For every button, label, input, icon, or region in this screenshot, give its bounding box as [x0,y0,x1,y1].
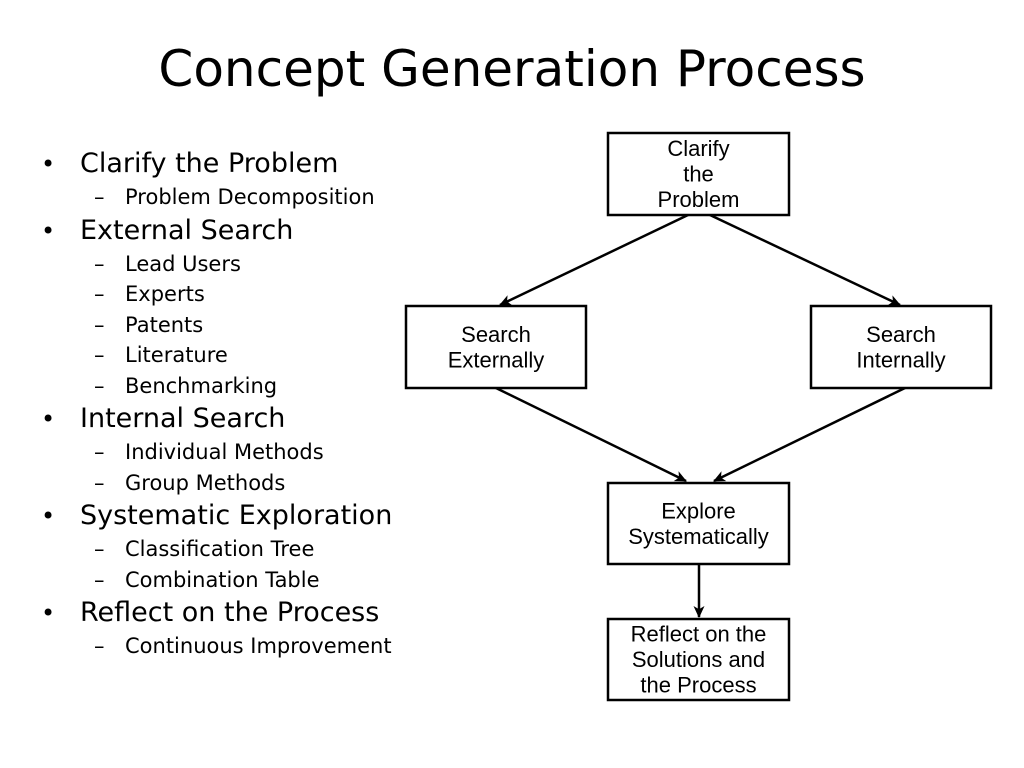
dash-icon: – [94,440,105,464]
bullet-icon: • [41,599,56,627]
dash-icon: – [94,634,105,658]
sub-bullet-item: –Literature [40,340,440,371]
sub-bullet-item: –Benchmarking [40,371,440,402]
sub-bullet-label: Literature [125,343,228,367]
sub-bullet-item: –Individual Methods [40,437,440,468]
flow-box [606,131,791,217]
sub-bullet-label: Combination Table [125,567,320,592]
flow-box-label: the Process [640,673,756,698]
flow-box [606,481,791,566]
flow-box-label: the [683,162,714,187]
bullet-icon: • [41,405,56,433]
dash-icon: – [94,185,105,209]
bullet-item: • Internal Search [40,401,440,437]
sub-bullet-label: Lead Users [125,251,241,276]
sub-bullet-label: Classification Tree [125,537,315,561]
dash-icon: – [94,251,105,276]
flow-box [809,304,993,390]
bullet-label: External Search [80,214,294,246]
sub-bullet-label: Continuous Improvement [125,634,392,658]
sub-bullet-label: Individual Methods [125,440,324,464]
flow-box-label: Search [461,322,531,347]
flow-arrows [495,213,906,618]
arrow-clarify-to-internal [709,213,901,307]
sub-bullet-item: –Lead Users [40,249,440,280]
flow-box-label: Externally [448,347,545,372]
bullet-label: Clarify the Problem [80,148,339,179]
bullet-icon: • [41,502,56,530]
bullet-icon: • [41,150,56,178]
flow-box-label: Systematically [628,524,769,549]
arrow-internal-to-explore [713,386,906,483]
sub-bullet-item: –Patents [40,310,440,341]
flow-box-label: Reflect on the [631,622,767,647]
dash-icon: – [94,373,105,398]
bullet-label: Systematic Exploration [80,500,393,531]
sub-bullet-label: Patents [125,312,204,337]
sub-bullet-label: Problem Decomposition [125,185,375,209]
flow-boxes: ClarifytheProblemSearchExternallySearchI… [404,131,993,702]
bullet-outline: •Clarify the Problem–Problem Decompositi… [40,146,440,662]
dash-icon: – [94,312,105,337]
sub-bullet-item: –Problem Decomposition [40,182,440,213]
sub-bullet-item: –Experts [40,279,440,310]
sub-bullet-item: –Group Methods [40,468,440,499]
flow-box-label: Internally [856,347,945,372]
bullet-item: • Clarify the Problem [40,146,440,182]
arrow-clarify-to-external [499,213,689,307]
arrow-external-to-explore [495,386,687,483]
dash-icon: – [94,470,105,495]
flow-box-label: Solutions and [632,647,765,672]
sub-bullet-label: Group Methods [125,470,286,495]
flow-box-label: Problem [658,187,740,212]
dash-icon: – [94,343,105,367]
sub-bullet-item: –Combination Table [40,565,440,596]
bullet-label: Internal Search [80,403,286,434]
bullet-icon: • [41,216,56,245]
bullet-item: • Reflect on the Process [40,595,440,631]
sub-bullet-item: –Classification Tree [40,534,440,565]
sub-bullet-label: Benchmarking [125,373,278,398]
sub-bullet-label: Experts [125,282,205,306]
dash-icon: – [94,537,105,561]
flow-box [404,304,588,390]
dash-icon: – [94,282,105,306]
flow-box-label: Clarify [667,136,729,161]
slide-title: Concept Generation Process [158,40,866,98]
flow-box [606,617,791,702]
dash-icon: – [94,567,105,592]
bullet-label: Reflect on the Process [80,597,380,628]
sub-bullet-item: –Continuous Improvement [40,631,440,662]
bullet-item: • Systematic Exploration [40,498,440,534]
bullet-item: • External Search [40,213,440,249]
flow-box-label: Search [866,322,936,347]
flow-box-label: Explore [661,498,736,523]
